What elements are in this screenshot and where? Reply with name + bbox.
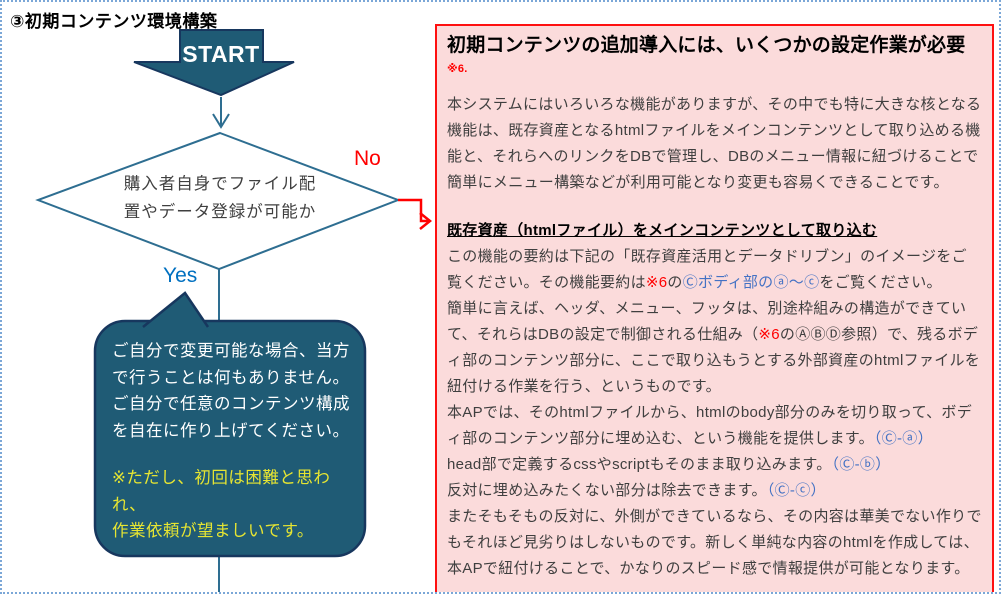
speech-bubble	[93, 319, 367, 558]
flowchart: START	[35, 29, 433, 592]
panel-title: 初期コンテンツの追加導入には、いくつかの設定作業が必要 ※6.	[447, 32, 982, 90]
section-heading: 既存資産（htmlファイル）をメインコンテンツとして取り込む	[447, 222, 878, 239]
footnote-ref: ※6	[645, 274, 668, 291]
section-ref: Ⓒボディ部のⓐ～ⓒ	[682, 274, 820, 291]
text-run: をご覧ください。	[819, 274, 942, 291]
paragraph-summary: この機能の要約は下記の「既存資産活用とデータドリブン」のイメージをご覧ください。…	[447, 244, 982, 296]
panel-title-text: 初期コンテンツの追加導入には、いくつかの設定作業が必要	[447, 35, 966, 56]
paragraph-intro: 本システムにはいろいろな機能がありますが、その中でも特に大きな核となる機能は、既…	[447, 96, 982, 191]
no-arrow	[398, 198, 428, 223]
text-run: この機能の要約は下記の「既存資産活用とデータドリブン」のイメージをご覧ください。…	[447, 248, 967, 291]
info-panel: 初期コンテンツの追加導入には、いくつかの設定作業が必要 ※6. 本システムにはいろ…	[435, 24, 994, 592]
bubble-text: ご自分で変更可能な場合、当方 で行うことは何もありません。 ご自分で任意のコンテ…	[112, 338, 362, 545]
bubble-line: ご自分で変更可能な場合、当方	[112, 342, 350, 360]
decision-text-line2: 置やデータ登録が可能か	[123, 203, 317, 221]
text-run: 本APでは、そのhtmlファイルから、htmlのbody部分のみを切り取って、ボ…	[447, 404, 973, 447]
speech-bubble-tail	[142, 291, 210, 328]
decision-text-line1: 購入者自身でファイル配	[123, 175, 317, 193]
bubble-note-line: ※ただし、初回は困難と思われ、	[112, 469, 331, 514]
bubble-note-line: 作業依頼が望ましいです。	[112, 522, 314, 540]
text-run: 簡単に言えば、ヘッダ、メニュー、フッタは、別途枠組みの構造ができていて、それらは…	[447, 300, 967, 343]
paragraph-closing: またそもそもの反対に、外側ができているなら、その内容は華美でない作りでもそれほど…	[447, 508, 982, 577]
footnote-ref: ※6	[758, 326, 780, 343]
yes-branch-label: Yes	[163, 264, 198, 287]
paragraph-mechanism: 簡単に言えば、ヘッダ、メニュー、フッタは、別途枠組みの構造ができていて、それらは…	[447, 296, 982, 400]
text-run: のⒶⒷⒹ参照）で、残るボディ部のコンテンツ部分に、ここで取り込もうとする外部資産…	[447, 326, 981, 395]
text-run: の	[667, 274, 683, 291]
start-label: START	[182, 41, 259, 67]
section-ref: （Ⓒ-ⓒ）	[766, 482, 826, 499]
section-heading-line: 既存資産（htmlファイル）をメインコンテンツとして取り込む	[447, 218, 982, 244]
decision-text: 購入者自身でファイル配 置やデータ登録が可能か	[110, 170, 330, 226]
bubble-line: で行うことは何もありません。	[112, 368, 350, 387]
start-shape	[133, 29, 295, 97]
bubble-spacer	[112, 444, 362, 465]
bubble-line: ご自分で任意のコンテンツ構成	[112, 395, 350, 413]
section-ref: （Ⓒ-ⓐ）	[873, 430, 933, 447]
text-run: 反対に埋め込みたくない部分は除去できます。	[447, 482, 767, 499]
arrowhead-right-icon	[419, 212, 433, 230]
footnote-ref: ※6.	[447, 63, 468, 75]
text-run: head部で定義するcssやscriptもそのまま取り込みます。	[447, 456, 832, 473]
page-title: ③初期コンテンツ環境構築	[10, 12, 218, 31]
no-branch-label: No	[354, 147, 381, 170]
paragraph-features: 本APでは、そのhtmlファイルから、htmlのbody部分のみを切り取って、ボ…	[447, 400, 982, 504]
bubble-line: を自在に作り上げてください。	[112, 421, 350, 440]
arrowhead-down-icon	[212, 113, 230, 129]
section-ref: （Ⓒ-ⓑ）	[831, 456, 891, 473]
decision-diamond	[35, 131, 401, 271]
